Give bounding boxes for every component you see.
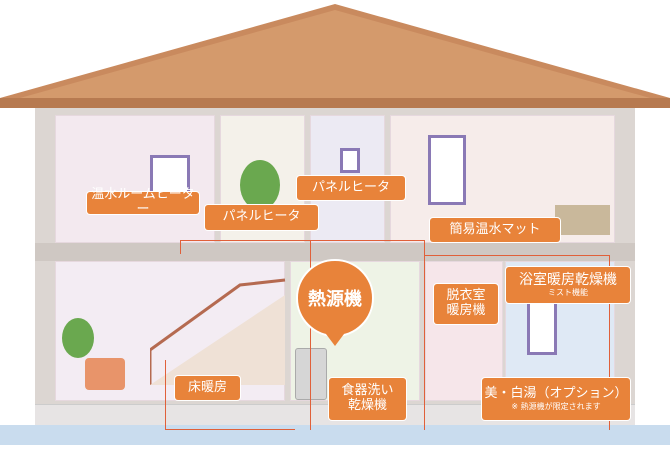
- label-text: 乾燥機: [347, 398, 387, 413]
- bihakuyu-label: 美・白湯（オプション）※ 熱源機が限定されます: [482, 378, 630, 420]
- panel-heater-label-left: パネルヒータ: [205, 205, 318, 230]
- label-text: パネルヒータ: [311, 179, 390, 195]
- label-text: 美・白湯（オプション）: [484, 385, 628, 401]
- floor-divider: [35, 243, 635, 261]
- dishwasher-label: 食器洗い乾燥機: [329, 378, 406, 420]
- heat-mat-label: 簡易温水マット: [430, 218, 560, 242]
- label-subtext: ミスト機能: [548, 288, 588, 298]
- dressing-room-heater-label: 脱衣室暖房機: [434, 284, 498, 324]
- window: [340, 148, 360, 173]
- label-note: ※ 熱源機が限定されます: [511, 401, 601, 411]
- floor-heating-label: 床暖房: [175, 376, 240, 400]
- bathroom-dryer-label: 浴室暖房乾燥機ミスト機能: [506, 267, 630, 303]
- water-heater-unit: [295, 348, 327, 400]
- heat-source-bubble: [296, 259, 374, 346]
- bed: [555, 205, 610, 235]
- label-text: 食器洗い: [341, 383, 394, 399]
- ground: [0, 425, 670, 445]
- room-heater-label: 温水ルームヒーター: [87, 187, 199, 217]
- staircase: [150, 278, 286, 385]
- label-text: 暖房機: [446, 303, 486, 318]
- window: [527, 300, 557, 355]
- upper-room-left: [55, 115, 215, 243]
- pipe: [180, 240, 310, 254]
- label-text: 簡易温水マット: [449, 221, 541, 237]
- pipe: [425, 255, 610, 430]
- heat-source-label: 熱源機: [308, 289, 362, 310]
- pipe: [165, 360, 295, 430]
- label-text: 床暖房: [187, 379, 227, 395]
- plant-icon: [62, 318, 94, 358]
- plant-icon: [240, 160, 280, 210]
- sofa: [85, 358, 125, 390]
- label-text: 脱衣室: [446, 288, 486, 304]
- label-text: パネルヒータ: [222, 209, 301, 225]
- window: [428, 135, 466, 205]
- pipe: [310, 240, 425, 430]
- panel-heater-label-right: パネルヒータ: [297, 176, 405, 200]
- label-text: 温水ルームヒーター: [91, 187, 195, 217]
- roof: [0, 4, 670, 108]
- label-text: 浴室暖房乾燥機: [519, 272, 617, 289]
